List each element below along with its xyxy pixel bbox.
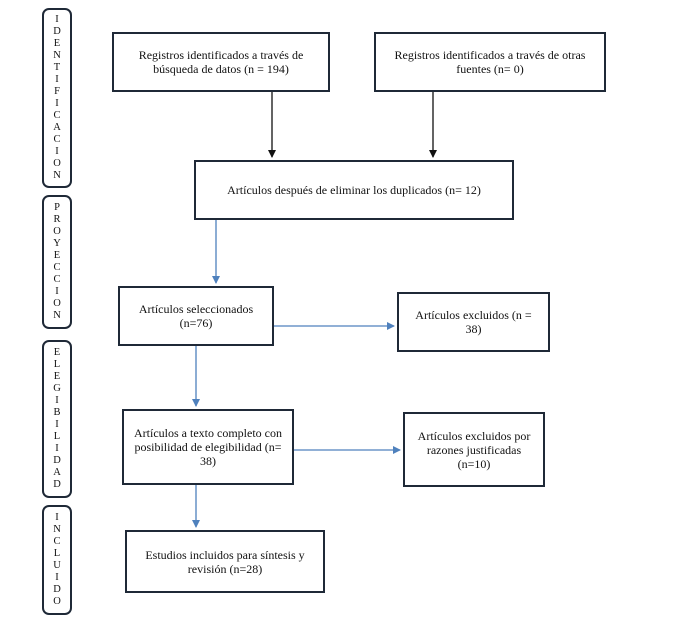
- phase-letter: I: [55, 512, 59, 523]
- phase-letter: C: [53, 536, 61, 547]
- phase-letter: D: [53, 479, 61, 490]
- phase-letter: L: [53, 359, 61, 370]
- phase-letter: N: [53, 310, 61, 321]
- box-articulos-seleccionados: Artículos seleccionados (n=76): [118, 286, 274, 346]
- phase-letter: P: [54, 202, 60, 213]
- phase-letter: D: [53, 455, 61, 466]
- phase-letter: N: [53, 524, 61, 535]
- phase-letter: F: [54, 86, 60, 97]
- phase-letter: C: [53, 110, 61, 121]
- box-text: Artículos excluidos por razones justific…: [417, 428, 531, 471]
- box-text: Artículos a texto completo con posibilid…: [134, 426, 282, 468]
- phase-letter: B: [53, 407, 61, 418]
- phase-letter: N: [53, 50, 61, 61]
- phase-letter: I: [55, 395, 59, 406]
- box-articulos-excluidos: Artículos excluidos (n = 38): [397, 292, 550, 352]
- phase-letter: L: [53, 548, 61, 559]
- phase-letter: E: [53, 38, 61, 49]
- phase-letter: I: [55, 286, 59, 297]
- box-articulos-sin-duplicados: Artículos después de eliminar los duplic…: [194, 160, 514, 220]
- box-text: Estudios incluidos para síntesis y revis…: [145, 547, 305, 576]
- box-text: Artículos después de eliminar los duplic…: [227, 183, 481, 197]
- phase-letter: L: [53, 431, 61, 442]
- phase-letter: I: [55, 98, 59, 109]
- phase-letter: G: [53, 383, 61, 394]
- phase-letter: O: [53, 158, 61, 169]
- phase-letter: D: [53, 26, 61, 37]
- phase-letter: E: [53, 371, 61, 382]
- phase-letter: E: [53, 250, 61, 261]
- phase-letter: R: [53, 214, 61, 225]
- phase-letter: I: [55, 419, 59, 430]
- box-text: Artículos excluidos (n = 38): [415, 308, 532, 336]
- phase-letter: N: [53, 170, 61, 181]
- phase-letter: A: [53, 122, 61, 133]
- phase-letter: O: [53, 226, 61, 237]
- phase-letter: C: [53, 134, 61, 145]
- phase-letter: I: [55, 146, 59, 157]
- phase-letter: A: [53, 467, 61, 478]
- phase-letter: O: [53, 298, 61, 309]
- box-text: Registros identificados a través de búsq…: [138, 48, 304, 76]
- box-estudios-incluidos: Estudios incluidos para síntesis y revis…: [125, 530, 325, 593]
- box-articulos-texto-completo: Artículos a texto completo con posibilid…: [122, 409, 294, 485]
- phase-letter: Y: [53, 238, 61, 249]
- phase-letter: I: [55, 572, 59, 583]
- phase-letter: E: [53, 347, 61, 358]
- phase-letter: C: [53, 274, 61, 285]
- box-text: Artículos seleccionados (n=76): [138, 302, 254, 330]
- box-registros-otras-fuentes: Registros identificados a través de otra…: [374, 32, 606, 92]
- phase-letter: I: [55, 74, 59, 85]
- phase-letter: C: [53, 262, 61, 273]
- phase-letter: O: [53, 596, 61, 607]
- phase-letter: U: [53, 560, 61, 571]
- phase-letter: I: [55, 443, 59, 454]
- phase-letter: I: [55, 14, 59, 25]
- phase-letter: D: [53, 584, 61, 595]
- phase-letter: T: [53, 62, 61, 73]
- box-registros-busqueda-datos: Registros identificados a través de búsq…: [112, 32, 330, 92]
- box-text: Registros identificados a través de otra…: [394, 48, 586, 76]
- box-articulos-excluidos-razones: Artículos excluidos por razones justific…: [403, 412, 545, 487]
